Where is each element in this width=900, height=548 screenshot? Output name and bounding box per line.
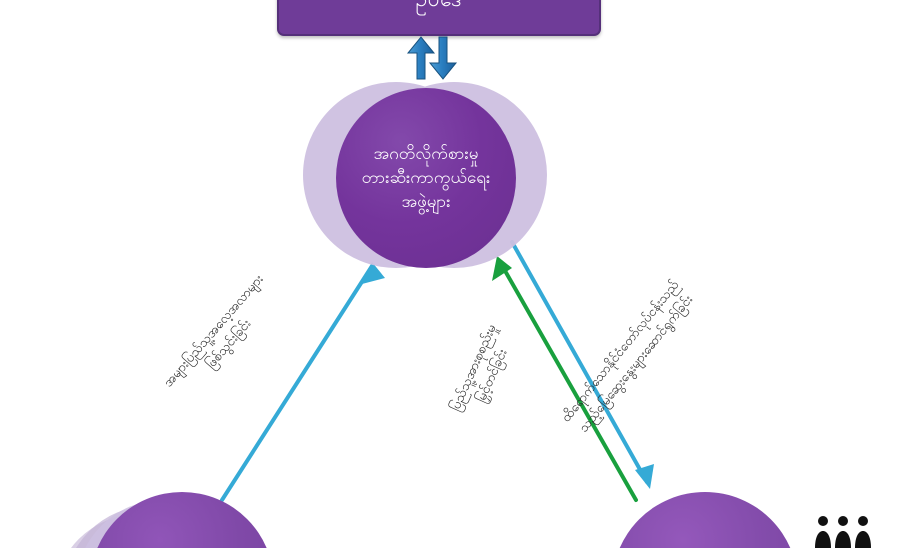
vertical-double-arrows (401, 33, 471, 83)
edge-mid-label: ပြည်သူ့အားစုစည်းမှု မြှင့်တင်ခြင်း (446, 321, 521, 423)
center-node-label-line1: အဂတိလိုက်စားမှု (373, 143, 479, 164)
bottom-right-node-circle (612, 492, 798, 548)
bottom-left-node-circle (90, 492, 274, 548)
edge-right-label: ထိရောက်သောနိုင်ငံတော်လုပ်ငန်းသည် သည့်မြေ… (557, 276, 700, 440)
center-node-label-line2: တားဆီးကာကွယ်ရေး (361, 167, 491, 188)
center-node-label: အဂတိလိုက်စားမှု တားဆီးကာကွယ်ရေး အဖွဲ့မျာ… (342, 142, 510, 214)
center-node: အဂတိလိုက်စားမှု တားဆီးကာကွယ်ရေး အဖွဲ့မျာ… (303, 82, 553, 277)
arrow-down-icon (428, 36, 458, 80)
bottom-right-node (612, 492, 832, 548)
top-law-box: ဥပဒေ (277, 0, 601, 36)
center-node-label-line3: အဖွဲ့များ (401, 192, 451, 213)
edge-right-label-line2: သည့်မြေဆွေးနွေးများဆောင်ရွက်ခြင်း (576, 292, 697, 436)
edge-left-label: အများ‌ပြည်သူ့အလေ့အလာများ ဖြစ်သွင်းခြင်း (159, 271, 284, 406)
bottom-left-node (52, 492, 292, 548)
arrow-up-icon (406, 36, 436, 80)
top-law-box-label: ဥပဒေ (408, 0, 471, 11)
edge-right-label-line1: ထိရောက်သောနိုင်ငံတော်လုပ်ငန်းသည် (558, 277, 683, 426)
center-node-circle: အဂတိလိုက်စားမှု တားဆီးကာကွယ်ရေး အဖွဲ့မျာ… (336, 88, 516, 268)
three-people-icon (812, 512, 874, 548)
